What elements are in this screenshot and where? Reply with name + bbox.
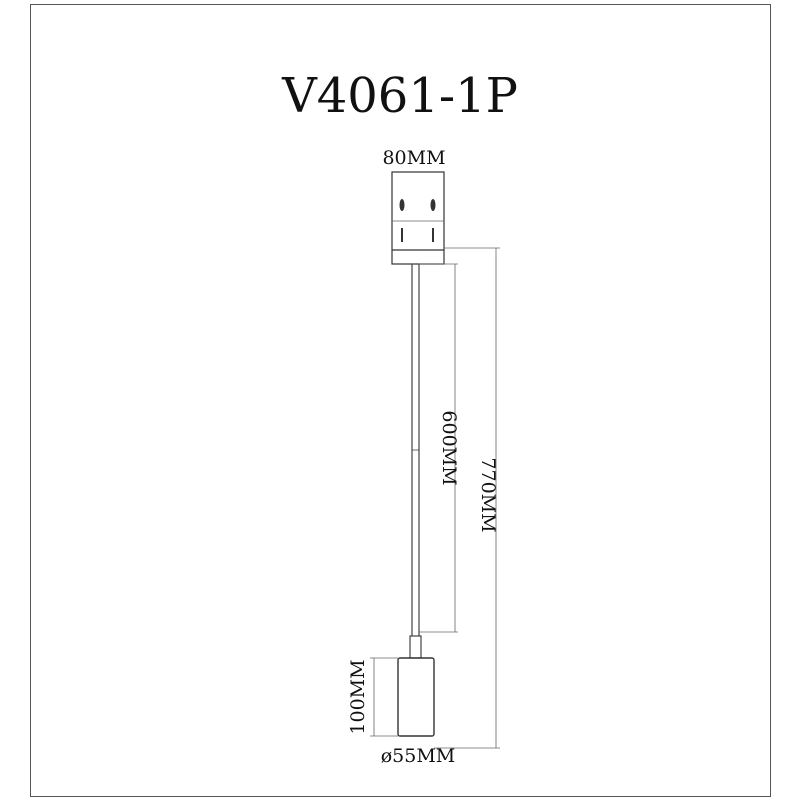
- suspension-rod: [409, 264, 422, 659]
- total-height-dimension: [434, 247, 500, 749]
- lamp-shade: [397, 657, 435, 737]
- drawing-border: [30, 4, 771, 797]
- shade-height-label: 100MM: [347, 659, 369, 734]
- shade-diameter-label: ø55MM: [381, 745, 456, 767]
- rod-length-dimension: [419, 263, 458, 633]
- ceiling-canopy: [391, 171, 445, 265]
- shade-height-dimension: [370, 657, 398, 737]
- total-height-label: 770MM: [477, 457, 499, 532]
- rod-length-label: 600MM: [438, 410, 460, 485]
- canopy-width-label: 80MM: [382, 147, 445, 169]
- model-title: V4061-1P: [281, 68, 518, 124]
